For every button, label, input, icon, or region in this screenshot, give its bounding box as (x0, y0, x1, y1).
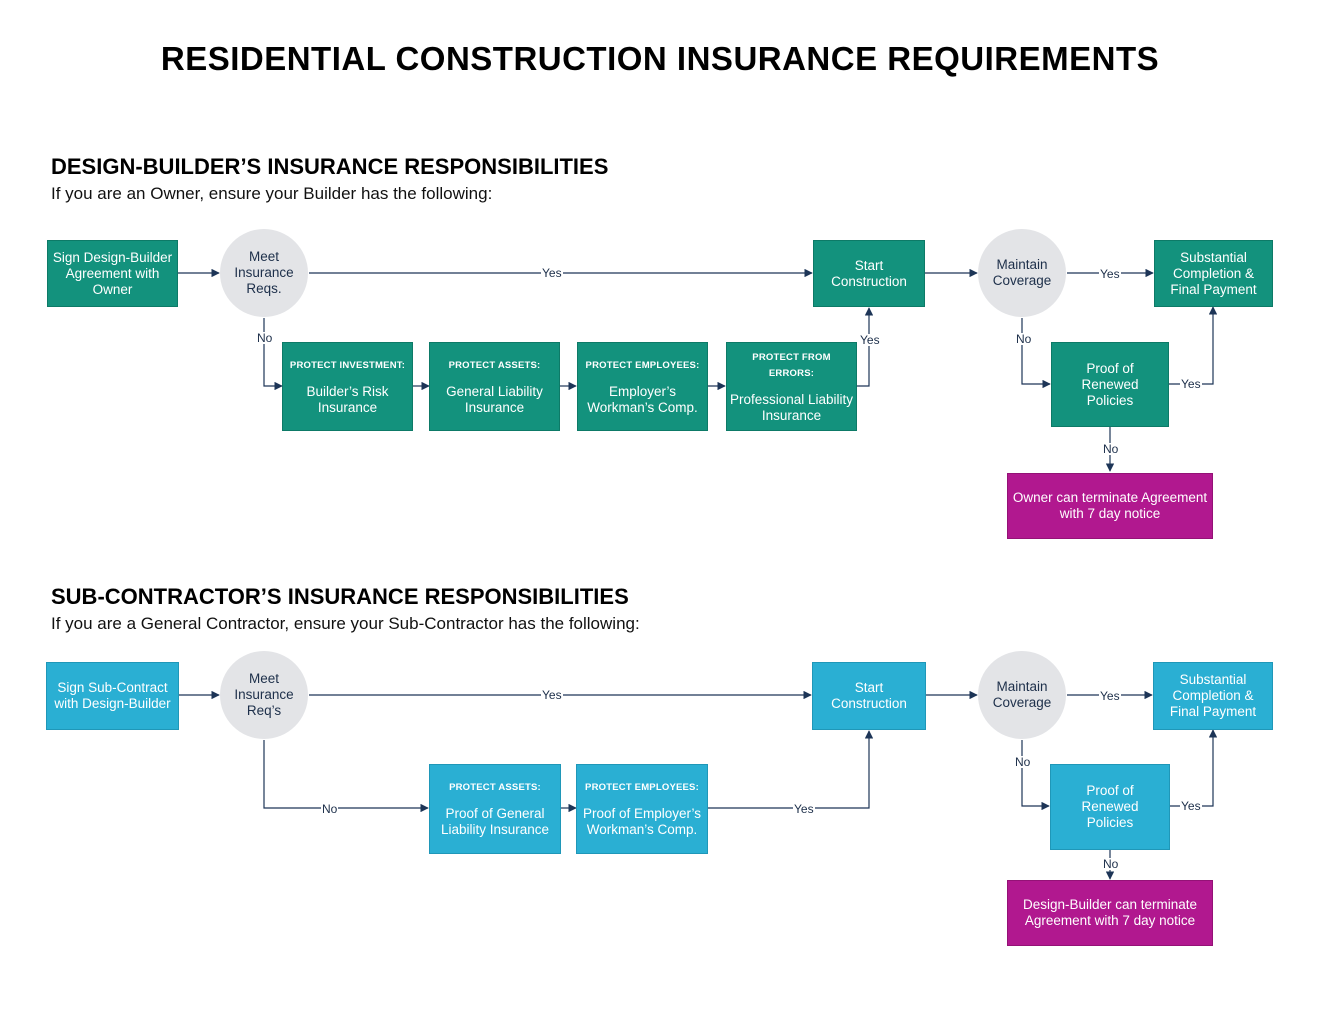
db-step-workmans-comp: PROTECT EMPLOYEES: Employer’s Workman’s … (577, 342, 708, 431)
db-meet-requirements-circle: Meet Insurance Reqs. (220, 229, 308, 317)
sc-step-general-liability: PROTECT ASSETS: Proof of General Liabili… (429, 764, 561, 854)
sc-sign-subcontract-box: Sign Sub-Contract with Design-Builder (46, 662, 179, 730)
db-maintain-coverage-label: Maintain Coverage (992, 257, 1052, 288)
db-step-text: General Liability Insurance (446, 383, 543, 415)
db-yes-label: Yes (1180, 377, 1202, 391)
db-proof-to-completion (1169, 306, 1218, 385)
sc-yes-label: Yes (1099, 689, 1121, 703)
design-builder-subheading: If you are an Owner, ensure your Builder… (51, 184, 493, 203)
sc-terminate-label: Design-Builder can terminate Agreement w… (1022, 897, 1198, 928)
db-meet-requirements-label: Meet Insurance Reqs. (234, 249, 294, 296)
db-terminate-box: Owner can terminate Agreement with 7 day… (1007, 473, 1213, 539)
db-sign-agreement-label: Sign Design-Builder Agreement with Owner (52, 249, 173, 297)
db-step-text: Professional Liability Insurance (729, 391, 854, 423)
db-no-label: No (256, 331, 274, 345)
sc-no-label: No (1014, 755, 1032, 769)
db-yes-label: Yes (1099, 267, 1121, 281)
db-sign-agreement-box: Sign Design-Builder Agreement with Owner (47, 240, 178, 307)
sc-step2-to-start (708, 730, 874, 809)
sc-meet-to-step1 (263, 740, 429, 813)
sc-no-label: No (1102, 857, 1120, 871)
db-proof-renewed-box: Proof of Renewed Policies (1051, 342, 1169, 427)
sc-no-label: No (321, 802, 339, 816)
db-terminate-label: Owner can terminate Agreement with 7 day… (1012, 490, 1208, 521)
sc-proof-renewed-label: Proof of Renewed Policies (1081, 783, 1139, 830)
sc-yes-label: Yes (541, 688, 563, 702)
db-no-label: No (1102, 442, 1120, 456)
db-step-builders-risk: PROTECT INVESTMENT: Builder’s Risk Insur… (282, 342, 413, 431)
sc-terminate-box: Design-Builder can terminate Agreement w… (1007, 880, 1213, 946)
db-step-professional-liability: PROTECT FROM ERRORS: Professional Liabil… (726, 342, 857, 431)
sc-start-construction-box: Start Construction (812, 662, 926, 730)
db-step-general-liability: PROTECT ASSETS: General Liability Insura… (429, 342, 560, 431)
sc-maintain-to-proof (1021, 740, 1050, 811)
sc-step-header: PROTECT ASSETS: (449, 782, 541, 793)
sc-meet-requirements-circle: Meet Insurance Req’s (220, 651, 308, 739)
sub-contractor-subheading: If you are a General Contractor, ensure … (51, 614, 640, 633)
db-no-label: No (1015, 332, 1033, 346)
db-meet-to-step1 (263, 318, 283, 391)
db-yes-label: Yes (859, 333, 881, 347)
sc-completion-box: Substantial Completion & Final Payment (1153, 662, 1273, 730)
db-step-header: PROTECT INVESTMENT: (289, 359, 406, 371)
page-title: RESIDENTIAL CONSTRUCTION INSURANCE REQUI… (160, 40, 1160, 77)
db-completion-label: Substantial Completion & Final Payment (1170, 249, 1257, 297)
sc-start-construction-label: Start Construction (831, 680, 907, 711)
db-maintain-to-proof (1021, 318, 1051, 389)
sub-contractor-heading: SUB-CONTRACTOR’S INSURANCE RESPONSIBILIT… (51, 584, 629, 609)
db-step-header: PROTECT ASSETS: (448, 359, 541, 371)
db-step-header: PROTECT EMPLOYEES: (585, 359, 700, 371)
sc-yes-label: Yes (793, 802, 815, 816)
db-step4-to-start (857, 307, 874, 387)
db-step-header: PROTECT FROM ERRORS: (752, 351, 831, 379)
design-builder-heading: DESIGN-BUILDER’S INSURANCE RESPONSIBILIT… (51, 154, 609, 179)
sc-step-text: Proof of Employer’s Workman’s Comp. (582, 806, 702, 837)
sc-maintain-coverage-circle: Maintain Coverage (978, 651, 1066, 739)
sc-proof-renewed-box: Proof of Renewed Policies (1050, 764, 1170, 850)
sc-yes-label: Yes (1180, 799, 1202, 813)
sc-completion-label: Substantial Completion & Final Payment (1169, 672, 1257, 719)
sc-maintain-coverage-label: Maintain Coverage (992, 679, 1052, 710)
db-step-text: Builder’s Risk Insurance (306, 383, 389, 415)
sc-proof-to-completion (1170, 729, 1218, 807)
sc-step-header: PROTECT EMPLOYEES: (585, 782, 699, 793)
db-start-construction-label: Start Construction (831, 257, 907, 289)
sc-step-workmans-comp: PROTECT EMPLOYEES: Proof of Employer’s W… (576, 764, 708, 854)
db-yes-label: Yes (541, 266, 563, 280)
sc-meet-requirements-label: Meet Insurance Req’s (234, 671, 294, 718)
db-completion-box: Substantial Completion & Final Payment (1154, 240, 1273, 307)
db-start-construction-box: Start Construction (813, 240, 925, 307)
db-proof-renewed-label: Proof of Renewed Policies (1081, 360, 1139, 408)
sc-sign-subcontract-label: Sign Sub-Contract with Design-Builder (54, 680, 171, 711)
sc-step-text: Proof of General Liability Insurance (440, 806, 550, 837)
db-step-text: Employer’s Workman’s Comp. (587, 383, 698, 415)
db-maintain-coverage-circle: Maintain Coverage (978, 229, 1066, 317)
